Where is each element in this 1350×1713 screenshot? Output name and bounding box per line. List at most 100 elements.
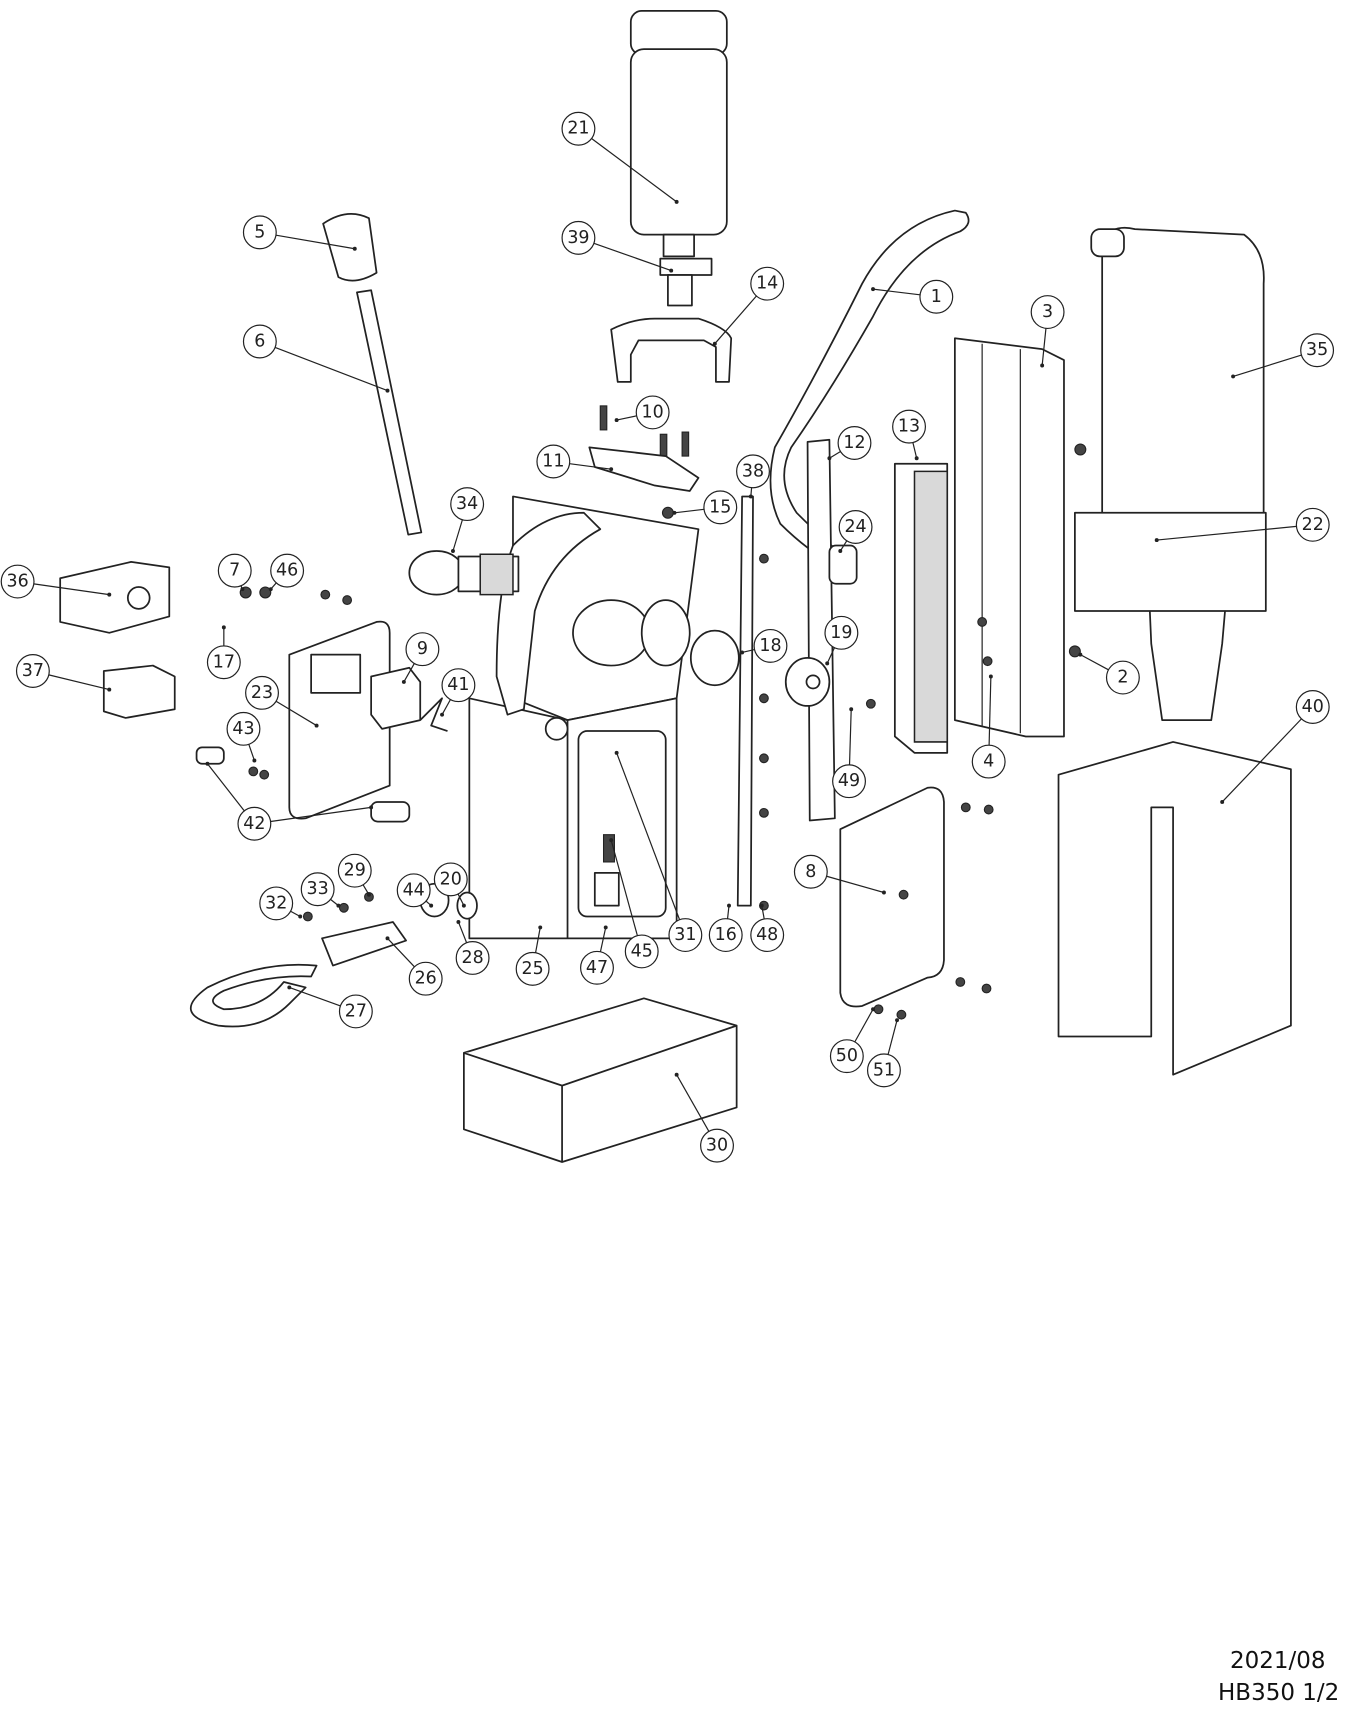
leader-dot: [712, 341, 717, 346]
leader-dot: [252, 758, 257, 763]
leader-line: [676, 1074, 710, 1132]
callout-number: 12: [843, 433, 865, 453]
part-37-switch-block: [102, 664, 176, 719]
leader-line: [616, 752, 681, 920]
callout-circle: [892, 409, 927, 444]
callout-17: 17: [206, 625, 241, 680]
callout-number: 29: [344, 861, 366, 881]
leader-line: [441, 699, 451, 715]
leader-line: [1080, 654, 1109, 671]
part-30-magnet-base: [463, 997, 738, 1163]
leader-dot: [401, 679, 406, 684]
callout-33: 33: [300, 872, 341, 908]
leader-dot: [369, 805, 374, 810]
callout-30: 30: [674, 1072, 734, 1163]
callout-14: 14: [712, 266, 785, 346]
callout-circle: [703, 490, 738, 525]
leader-dot: [451, 549, 455, 553]
callout-circle: [624, 934, 659, 969]
callout-circle: [396, 873, 431, 908]
model-page-number: HB350 1/2: [1218, 1680, 1340, 1706]
part-27-cable: [189, 963, 318, 1028]
callout-32: 32: [259, 886, 303, 921]
callout-number: 46: [276, 561, 298, 581]
callout-3: 3: [1030, 295, 1065, 368]
leader-line: [741, 649, 755, 654]
part-39-coupler: [659, 257, 713, 307]
callout-circle: [515, 951, 550, 986]
leader-line: [1232, 354, 1302, 377]
callout-21: 21: [561, 111, 679, 204]
callout-number: 26: [415, 969, 437, 989]
callout-circle: [793, 854, 828, 889]
leader-dot: [838, 549, 843, 553]
callout-10: 10: [614, 395, 670, 430]
leader-dot: [385, 388, 390, 393]
leader-line: [593, 242, 672, 272]
part-8-cover-plate: [839, 786, 945, 1008]
callout-number: 25: [522, 959, 544, 979]
callout-2: 2: [1078, 652, 1140, 695]
callout-circle: [750, 266, 785, 301]
callout-number: 48: [756, 925, 778, 945]
leader-line: [872, 288, 921, 296]
leader-dot: [614, 418, 619, 423]
leader-line: [289, 986, 341, 1007]
leader-dot: [609, 838, 614, 843]
callout-22: 22: [1154, 507, 1330, 543]
callout-28: 28: [455, 920, 490, 975]
callout-number: 18: [759, 636, 781, 656]
leader-dot: [205, 761, 210, 766]
callout-circle: [206, 645, 241, 680]
callout-circle: [866, 1053, 901, 1088]
callout-circle: [337, 853, 372, 888]
leader-line: [1221, 718, 1302, 803]
leader-line: [591, 138, 677, 203]
callout-circle: [668, 918, 703, 953]
part-24-pinion-hub: [828, 544, 858, 585]
leader-line: [826, 875, 885, 894]
callout-50: 50: [829, 1007, 875, 1074]
leader-dot: [287, 985, 292, 990]
callout-number: 19: [830, 623, 852, 643]
callout-46: 46: [268, 553, 305, 592]
leader-dot: [240, 587, 245, 592]
callout-number: 36: [7, 572, 29, 592]
leader-line: [48, 674, 110, 691]
part-25-base-frame: [468, 495, 700, 940]
callout-4: 4: [971, 674, 1006, 779]
callout-19: 19: [824, 615, 859, 666]
leader-dot: [538, 925, 543, 930]
callout-number: 13: [898, 417, 920, 437]
callout-43: 43: [226, 711, 261, 763]
callout-number: 39: [567, 228, 589, 248]
callout-15: 15: [672, 490, 738, 525]
leader-dot: [461, 903, 466, 908]
callout-number: 7: [229, 561, 240, 581]
leader-line: [270, 806, 372, 823]
callout-29: 29: [337, 853, 372, 897]
part-21-motor-housing: [629, 10, 728, 258]
part-26-cable-gland: [321, 921, 407, 967]
callout-number: 15: [709, 497, 731, 517]
callout-circle: [237, 806, 272, 841]
callout-circle: [300, 872, 335, 907]
part-9-connector: [370, 666, 422, 730]
callout-circle: [259, 886, 294, 921]
leader-dot: [221, 625, 226, 630]
leader-line: [457, 893, 465, 906]
leader-dot: [674, 1072, 679, 1077]
callout-circle: [226, 711, 261, 746]
leader-dot: [1078, 652, 1083, 657]
callout-number: 6: [254, 332, 265, 352]
callout-number: 28: [462, 948, 484, 968]
callout-number: 10: [642, 402, 664, 422]
leader-line: [829, 450, 841, 459]
callout-circle: [1300, 333, 1335, 368]
leader-line: [674, 508, 705, 514]
callout-circle: [753, 628, 788, 663]
leader-dot: [672, 510, 677, 515]
leader-line: [534, 927, 541, 953]
callout-40: 40: [1220, 690, 1330, 804]
